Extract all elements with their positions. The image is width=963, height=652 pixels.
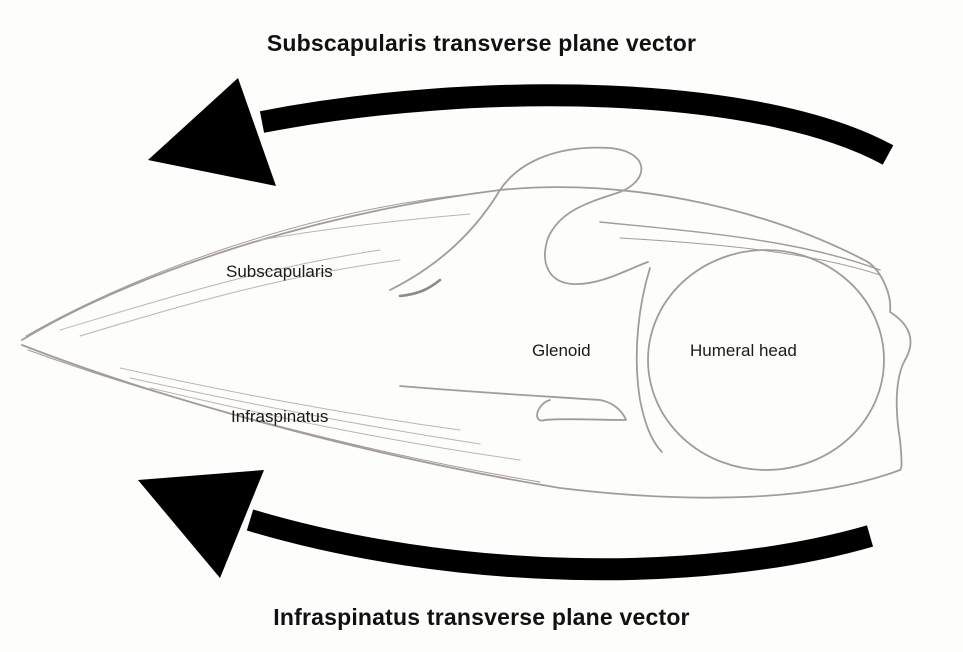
humerus-lateral-outline (868, 262, 911, 470)
subscapularis-vector-title: Subscapularis transverse plane vector (0, 30, 963, 57)
bottom-arrow (138, 470, 870, 578)
bottom-arrow-head (138, 470, 264, 578)
glenoid-label: Glenoid (532, 341, 591, 361)
top-arrow-shaft (262, 95, 888, 155)
infraspinatus-vector-title: Infraspinatus transverse plane vector (0, 604, 963, 631)
subscapularis-label: Subscapularis (226, 262, 333, 282)
humeral-head-label: Humeral head (690, 341, 797, 361)
subscapularis-outline (22, 187, 868, 340)
coracoid-process (390, 148, 648, 290)
bottom-arrow-shaft (250, 520, 870, 569)
infraspinatus-label: Infraspinatus (231, 407, 328, 427)
anatomy-sketch (22, 148, 911, 498)
top-arrow-head (148, 78, 276, 186)
glenoid-rim (637, 268, 662, 452)
infraspinatus-outline (22, 345, 900, 498)
